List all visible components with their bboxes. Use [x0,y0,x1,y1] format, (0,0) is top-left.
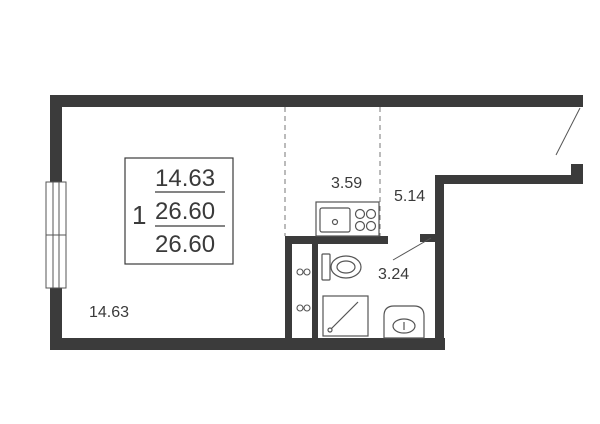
hallway-area-label: 5.14 [394,188,425,205]
pipe-icon [296,304,304,312]
wall-bath-shaft [312,244,318,338]
bathroom-door [392,237,432,261]
wall-bath-top [285,236,388,244]
walls [50,95,583,350]
wall-left-lower [50,288,62,350]
hob-burner-icon [354,220,366,232]
shower-icon [322,295,369,337]
area-legend: 1 14.63 26.60 26.60 [124,157,234,265]
washbasin-icon [383,305,425,339]
area-total-2: 26.60 [155,231,215,258]
kitchen-area-label: 3.59 [331,175,362,192]
kitchen-zone-dividers [284,107,381,236]
window-left [45,181,67,289]
kitchen-counter [315,201,380,237]
hob-burner-icon [365,208,377,220]
sink-drain-icon [331,218,339,226]
toilet-icon [321,253,362,281]
hob-burner-icon [365,220,377,232]
bathroom-area-label: 3.24 [378,266,409,283]
main-room-area-label: 14.63 [89,304,129,321]
wall-left-upper [50,95,62,182]
wall-bottom [50,338,445,350]
wall-step-vertical [435,175,444,350]
area-living: 14.63 [155,165,215,192]
shaft-fixtures [296,268,311,312]
pipe-icon [296,268,304,276]
hob-burner-icon [354,208,366,220]
wall-top [50,95,583,107]
entrance-door [555,107,581,156]
area-total: 26.60 [155,198,215,225]
pipe-icon [303,304,311,312]
wall-step-horizontal [435,175,583,184]
area-legend-box [124,157,234,265]
pipe-icon [303,268,311,276]
rooms-count: 1 [132,200,146,230]
wall-bath-left [285,236,292,350]
wall-bath-small [420,234,435,242]
